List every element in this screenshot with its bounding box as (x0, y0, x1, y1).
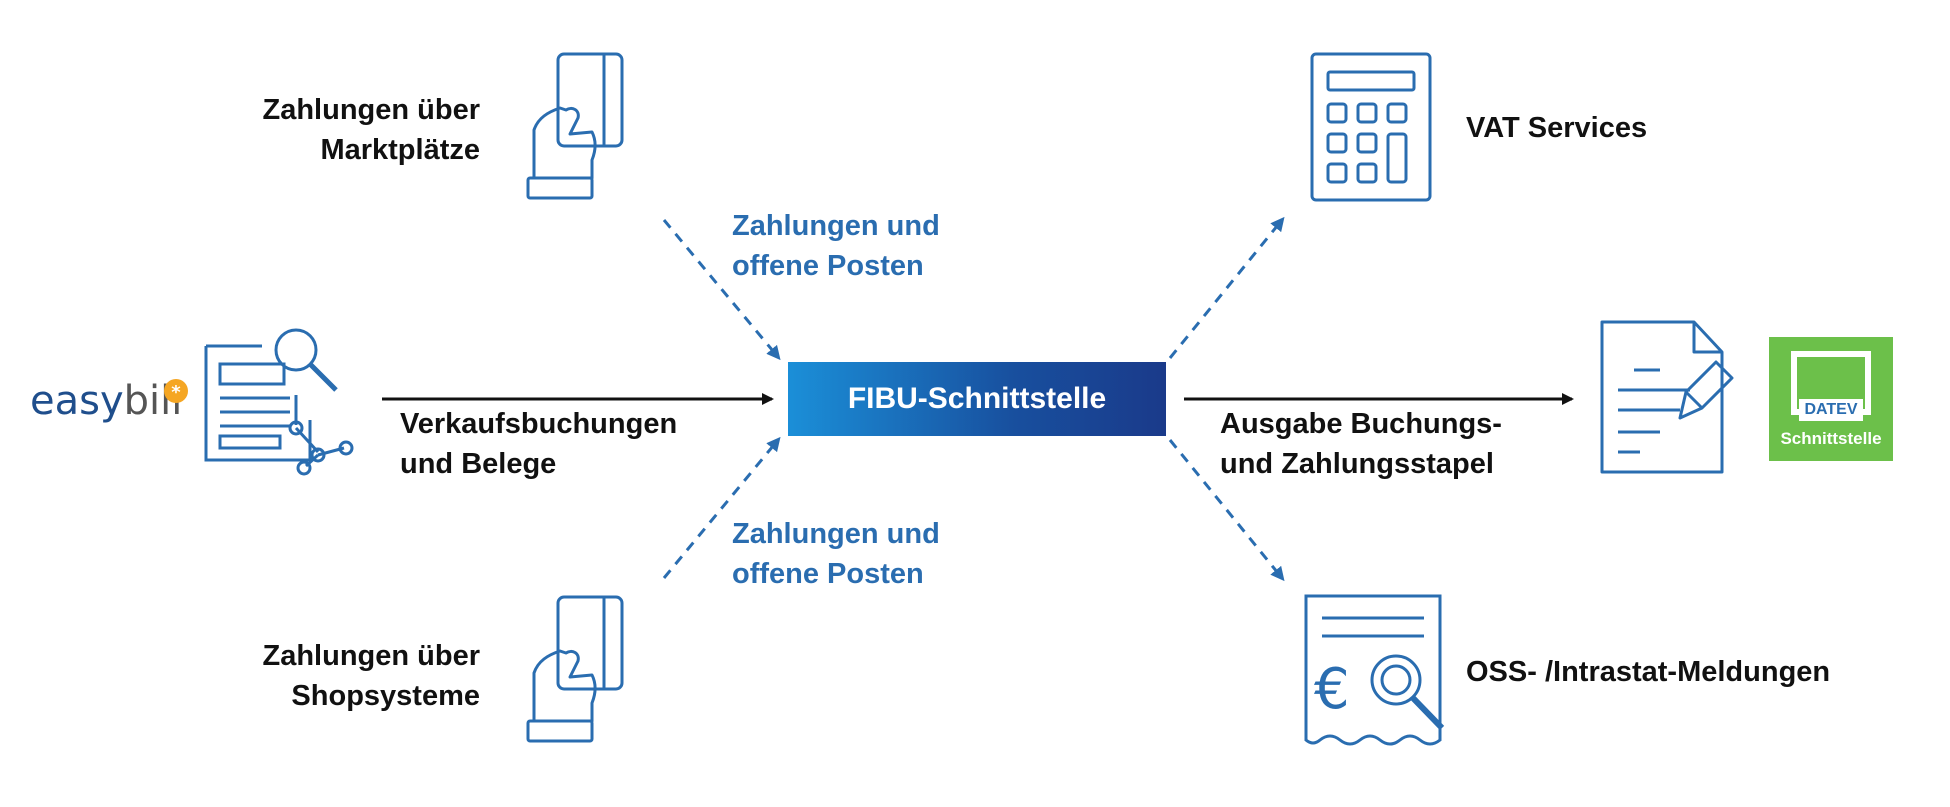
arrow-dashed-bottom-left (662, 436, 781, 579)
hand-card-icon (526, 52, 624, 200)
label-sales-bookings: Verkaufsbuchungen und Belege (400, 408, 678, 480)
arrow-dashed-top-left (662, 219, 781, 361)
label-payments-open-items-top: Zahlungen und offene Posten (732, 210, 940, 282)
svg-text:*: * (171, 382, 181, 403)
datev-badge: DATEV Schnittstelle (1769, 337, 1893, 461)
label-payments-marketplaces: Zahlungen über Marktplätze (262, 94, 481, 166)
arrow-dashed-top-right (1168, 216, 1285, 359)
arrow-dashed-bottom-right (1168, 439, 1285, 582)
brand-easy: easy (30, 378, 124, 424)
fibu-label: FIBU-Schnittstelle (847, 382, 1107, 415)
label-payments-shopsystems: Zahlungen über Shopsysteme (262, 640, 481, 712)
euro-receipt-icon: € (1304, 594, 1445, 746)
label-output-batches: Ausgabe Buchungs- und Zahlungsstapel (1220, 408, 1502, 480)
label-payments-open-items-bottom: Zahlungen und offene Posten (732, 518, 940, 590)
fibu-interface-box: FIBU-Schnittstelle (788, 362, 1166, 436)
document-search-icon (204, 328, 354, 476)
document-pen-icon (1600, 320, 1734, 474)
datev-sub: Schnittstelle (1780, 429, 1882, 448)
easybill-logo: easybill (30, 378, 182, 424)
svg-text:€: € (1314, 657, 1350, 722)
datev-tag: DATEV (1799, 399, 1863, 421)
calculator-icon (1310, 52, 1432, 202)
label-oss-intrastat: OSS- /Intrastat-Meldungen (1466, 656, 1831, 688)
hand-card-icon-bottom (526, 595, 624, 743)
label-vat-services: VAT Services (1466, 112, 1648, 144)
brand-star-icon: * (164, 379, 188, 403)
